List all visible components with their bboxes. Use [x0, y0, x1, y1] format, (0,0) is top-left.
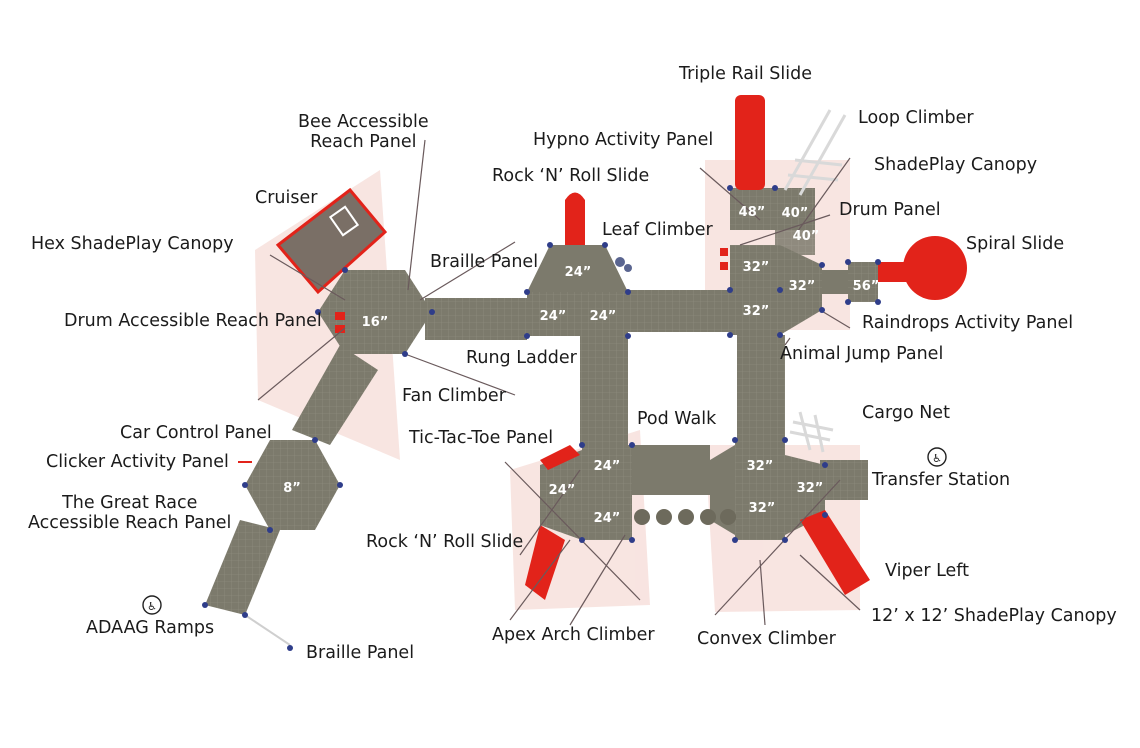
label-viper-left: Viper Left — [885, 561, 970, 581]
leaf-climber — [615, 257, 632, 272]
triple-rail-slide — [735, 95, 765, 190]
spiral-slide — [903, 236, 967, 300]
bridge-right — [628, 290, 730, 332]
drum-panel-icons — [720, 248, 728, 270]
deck-height-bl-24c: 24” — [594, 511, 621, 526]
label-triple-rail-slide: Triple Rail Slide — [679, 64, 812, 84]
label-car-control-panel: Car Control Panel — [120, 423, 272, 443]
viper-left-slide — [800, 510, 870, 595]
deck-height-labels: 16” 8” 24” 24” 24” 48” 40” 40” 32” 32” 3… — [283, 205, 879, 526]
deck-48 — [730, 188, 775, 230]
deck-32c — [730, 290, 780, 335]
label-drum-panel: Drum Panel — [839, 200, 941, 220]
wheelchair-accessible-icon: ♿ — [927, 447, 947, 467]
deck-height-32c: 32” — [743, 304, 770, 319]
deck-height-br-32b: 32” — [797, 481, 824, 496]
label-adaag-ramps: ADAAG Ramps — [86, 618, 215, 638]
br-deck-32a — [735, 440, 785, 490]
label-rock-n-roll-slide-bottom: Rock ‘N’ Roll Slide — [366, 532, 524, 552]
deck-height-tri-top: 24” — [565, 265, 592, 280]
sq-deck-mid-left — [527, 292, 578, 336]
label-tic-tac-toe-panel: Tic-Tac-Toe Panel — [409, 428, 554, 448]
label-rung-ladder: Rung Ladder — [466, 348, 577, 368]
label-pod-walk: Pod Walk — [637, 409, 717, 429]
label-apex-arch-climber: Apex Arch Climber — [492, 625, 655, 645]
climbers — [244, 109, 847, 646]
deck-height-bl-24a: 24” — [594, 459, 621, 474]
label-12x12-shadeplay-canopy: 12’ x 12’ ShadePlay Canopy — [871, 606, 1117, 626]
tic-tac-toe-panel-red — [540, 445, 580, 470]
ramp-rail — [244, 614, 291, 646]
bl-deck-24a — [582, 445, 632, 490]
ramp-lower — [205, 520, 280, 615]
rock-n-roll-slide-top — [565, 192, 585, 245]
bl-deck-24c — [582, 490, 632, 540]
label-braille-panel-bottom: Braille Panel — [306, 643, 415, 663]
bl-deck-24b — [540, 450, 582, 540]
deck-height-40b: 40” — [793, 229, 820, 244]
rock-n-roll-slide-bottom — [525, 525, 565, 600]
label-drum-accessible-reach-panel: Drum Accessible Reach Panel — [64, 311, 322, 331]
deck-56 — [848, 262, 878, 302]
label-braille-panel-top: Braille Panel — [430, 252, 539, 272]
label-fan-climber: Fan Climber — [402, 386, 506, 406]
wheelchair-accessible-icon: ♿ — [142, 595, 162, 615]
hex-deck-top — [318, 270, 432, 354]
deck-56-bridge — [822, 270, 848, 294]
label-shadeplay-canopy: ShadePlay Canopy — [874, 155, 1038, 175]
tri-deck-top — [527, 245, 628, 292]
deck-height-32a: 32” — [743, 260, 770, 275]
pod-walk-pods — [634, 509, 736, 525]
pod-walk-right — [737, 335, 785, 445]
label-transfer-station: Transfer Station — [872, 470, 1011, 490]
label-hypno-activity-panel: Hypno Activity Panel — [533, 130, 714, 150]
deck-32a — [730, 245, 780, 290]
deck-height-hex-top: 16” — [362, 315, 389, 330]
sq-deck-mid-right — [578, 292, 628, 336]
label-spiral-slide: Spiral Slide — [966, 234, 1065, 254]
svg-text:♿: ♿ — [932, 452, 942, 465]
label-leaf-climber: Leaf Climber — [602, 220, 713, 240]
br-deck-32c — [735, 490, 785, 540]
loop-climber — [783, 109, 847, 196]
drum-accessible-reach-panel — [335, 312, 345, 333]
label-loop-climber: Loop Climber — [858, 108, 974, 128]
deck-32b — [780, 245, 822, 335]
label-raindrops-activity-panel: Raindrops Activity Panel — [862, 313, 1074, 333]
label-clicker-activity-panel: Clicker Activity Panel — [46, 452, 229, 472]
deck-height-48: 48” — [739, 205, 766, 220]
cargo-net — [789, 411, 834, 453]
walkways — [205, 290, 868, 615]
bridge-top — [425, 298, 527, 340]
label-convex-climber: Convex Climber — [697, 629, 836, 649]
ramp-upper — [292, 345, 378, 445]
label-rock-n-roll-slide-top: Rock ‘N’ Roll Slide — [492, 166, 650, 186]
label-cargo-net: Cargo Net — [862, 403, 950, 423]
svg-text:♿: ♿ — [147, 600, 157, 613]
deck-height-br-32a: 32” — [747, 459, 774, 474]
posts — [202, 185, 881, 651]
deck-height-bl-24b: 24” — [549, 483, 576, 498]
leader-lines — [238, 139, 861, 626]
label-hex-shadeplay-canopy: Hex ShadePlay Canopy — [31, 234, 234, 254]
deck-height-40a: 40” — [782, 206, 809, 221]
pod-walk-left — [580, 335, 628, 445]
deck-height-sq-mid-left: 24” — [540, 309, 567, 324]
label-bee-accessible-reach-panel: Bee Accessible Reach Panel — [298, 112, 429, 153]
tictactoe-walk — [632, 445, 710, 495]
slides — [525, 95, 967, 600]
deck-height-56: 56” — [853, 279, 880, 294]
deck-height-hex-bottom: 8” — [283, 481, 301, 496]
label-cruiser: Cruiser — [255, 188, 318, 208]
hex-deck-bottom — [245, 440, 340, 530]
deck-height-br-32c: 32” — [749, 501, 776, 516]
deck-height-32b: 32” — [789, 279, 816, 294]
label-the-great-race-accessible-reach-panel: The Great Race Accessible Reach Panel — [28, 493, 232, 534]
deck-height-sq-mid-right: 24” — [590, 309, 617, 324]
label-animal-jump-panel: Animal Jump Panel — [780, 344, 944, 364]
